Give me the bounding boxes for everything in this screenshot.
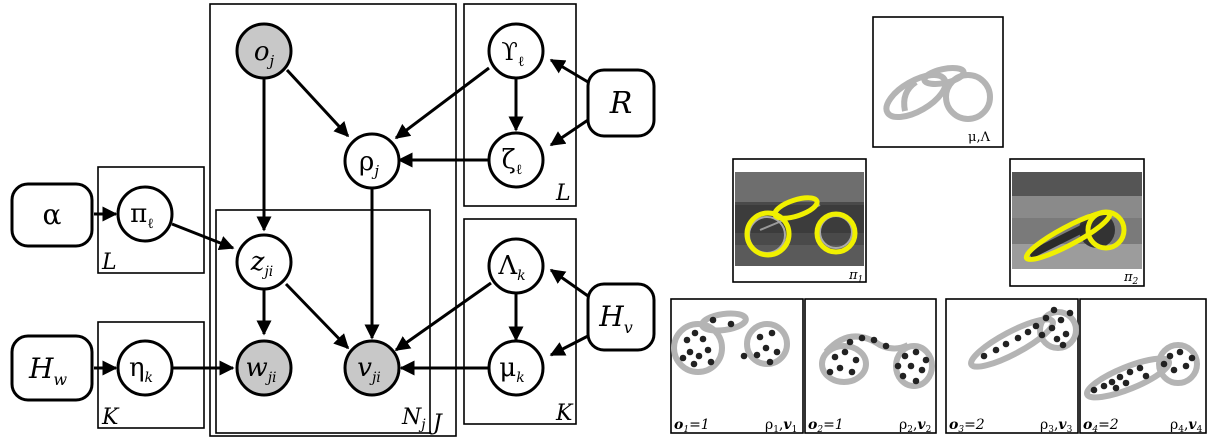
bottom-panel-4: o4=2 ρ4,v4: [1079, 298, 1207, 435]
svg-text:Hv: Hv: [598, 300, 632, 337]
bottom-panel-2: o2=1 ρ2,v2: [804, 298, 937, 435]
svg-text:μk: μk: [499, 353, 524, 386]
bottom-1-rho-label: ρ1,v1: [765, 417, 797, 435]
node-rhoj: ρj: [343, 132, 401, 190]
plate-J: [209, 3, 457, 437]
bottom-2-o-label: o2=1: [808, 417, 844, 435]
plate-L-pi: [97, 166, 205, 274]
svg-text:ϒℓ: ϒℓ: [501, 38, 524, 70]
bottom-4-rho-label: ρ4,v4: [1170, 417, 1203, 435]
svg-text:Λk: Λk: [497, 251, 525, 284]
svg-text:Hw: Hw: [28, 352, 67, 389]
plate-label-K-lambda: K: [555, 401, 574, 426]
edge-oj-rhoj: [285, 68, 350, 138]
plate-L-top: [463, 3, 577, 207]
bottom-3-rho-label: ρ3,v3: [1040, 417, 1073, 435]
edges: [94, 58, 589, 376]
node-alpha: α: [10, 182, 94, 248]
edge-Hv-lambda: [549, 268, 589, 298]
svg-text:zji: zji: [250, 247, 274, 280]
bottom-1-o-label: o1=1: [674, 417, 710, 435]
svg-text:ηk: ηk: [129, 353, 153, 386]
node-R: R: [586, 68, 656, 138]
svg-text:ζℓ: ζℓ: [502, 145, 523, 178]
edge-Hv-mu: [549, 334, 589, 357]
edge-pi-zji: [171, 222, 235, 251]
node-Hw: Hw: [10, 334, 94, 402]
node-oj: oj: [235, 22, 293, 80]
plate-label-J: J: [429, 411, 443, 436]
edge-R-zeta: [549, 118, 589, 147]
node-Hv: Hv: [586, 282, 656, 352]
edge-zji-vji: [284, 282, 350, 350]
svg-text:πℓ: πℓ: [130, 199, 154, 232]
bottom-panel-1: o1=1 ρ1,v1: [670, 298, 804, 435]
plate-label-L-top: L: [555, 181, 571, 206]
node-pi: πℓ: [116, 185, 174, 243]
svg-text:wji: wji: [245, 353, 276, 386]
svg-text:oj: oj: [254, 37, 275, 70]
bottom-2-rho-label: ρ2,v2: [899, 417, 931, 435]
plate-label-K-eta: K: [101, 405, 120, 430]
plate-label-L-pi: L: [101, 250, 117, 275]
svg-text:α: α: [43, 198, 62, 231]
edge-R-upsilon: [549, 58, 589, 84]
plate-Nj: [215, 209, 431, 434]
bottom-panel-3: o3=2 ρ3,v3: [945, 298, 1079, 435]
panel-template-mu-lambda: μ,Λ: [872, 16, 1004, 148]
node-mu: μk: [487, 339, 545, 397]
panel-pi1: π1: [732, 158, 867, 285]
panel-top-label: μ,Λ: [968, 130, 991, 145]
node-zji: zji: [235, 233, 293, 291]
bottom-4-o-label: o4=2: [1083, 417, 1119, 435]
svg-text:R: R: [609, 86, 633, 121]
edge-upsilon-rhoj: [394, 66, 490, 140]
node-lambda: Λk: [487, 237, 545, 295]
illustration-panels: μ,Λ π1 π2: [670, 16, 1207, 435]
node-eta: ηk: [116, 339, 174, 397]
panel-pi2-label: π2: [1123, 270, 1139, 287]
node-vji: vji: [343, 339, 401, 397]
bottom-3-o-label: o3=2: [949, 417, 985, 435]
plate-K-lambda: [463, 218, 577, 425]
svg-text:vji: vji: [357, 353, 381, 386]
node-upsilon: ϒℓ: [487, 22, 545, 80]
plate-K-eta: [97, 321, 205, 429]
svg-text:ρj: ρj: [359, 147, 379, 180]
plate-label-Nj: Nj: [401, 405, 426, 433]
edge-lambda-vji: [394, 281, 492, 352]
node-zeta: ζℓ: [487, 131, 545, 189]
panel-pi1-label: π1: [848, 268, 863, 285]
graphical-model: J L L Nj K K: [10, 3, 656, 437]
panel-pi2: π2: [1009, 158, 1145, 287]
node-wji: wji: [235, 339, 293, 397]
